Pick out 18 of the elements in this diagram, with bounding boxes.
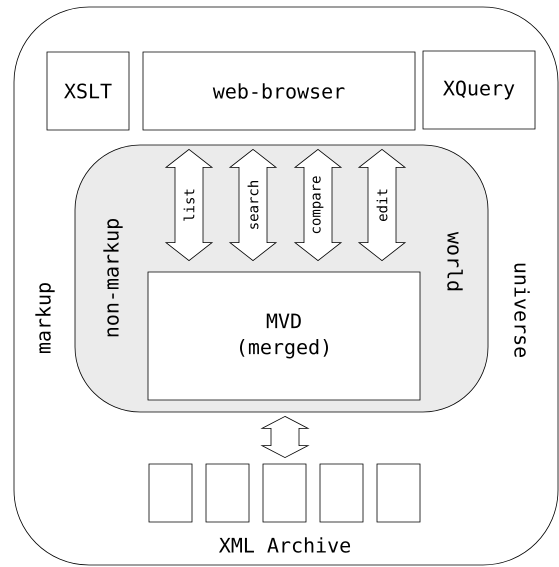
edge-label: compare — [312, 174, 324, 236]
side-label: universe — [514, 264, 530, 357]
text-box: XQuery — [422, 50, 536, 130]
edge-label: edit — [376, 187, 388, 223]
caption-label: XML Archive — [218, 537, 350, 553]
text-box: web-browser — [142, 52, 416, 130]
edge-label: search — [246, 178, 260, 232]
side-label: markup — [35, 283, 55, 354]
text-box: MVD (merged) — [148, 272, 420, 400]
document-box — [206, 464, 250, 522]
side-label: non-markup — [103, 219, 123, 336]
document-box — [376, 464, 420, 522]
document-box — [320, 464, 364, 522]
text-box: XSLT — [46, 52, 130, 130]
document-box — [148, 464, 192, 522]
document-box — [262, 464, 306, 522]
edge-label: list — [182, 187, 196, 223]
side-label: world — [447, 232, 463, 290]
